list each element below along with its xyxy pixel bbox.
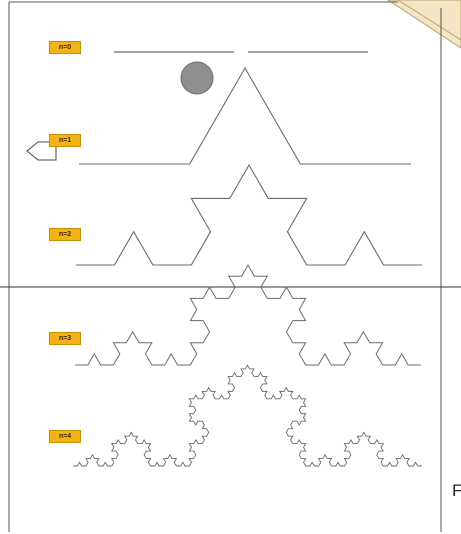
koch-curve-n4 <box>73 365 422 466</box>
level-label-n3: n=3 <box>49 332 81 345</box>
koch-curve-n2 <box>76 165 422 265</box>
level-label-n0: n=0 <box>49 41 81 54</box>
level-label-n2: n=2 <box>49 228 81 241</box>
koch-curve-n3 <box>75 265 421 365</box>
page-corner-fold <box>388 0 461 48</box>
level-label-n1: n=1 <box>49 134 81 147</box>
clipped-edge-text: F <box>452 481 461 501</box>
level-label-n4: n=4 <box>49 430 81 443</box>
koch-curve-n1 <box>79 68 411 164</box>
rotating-marker-circle <box>181 62 213 94</box>
